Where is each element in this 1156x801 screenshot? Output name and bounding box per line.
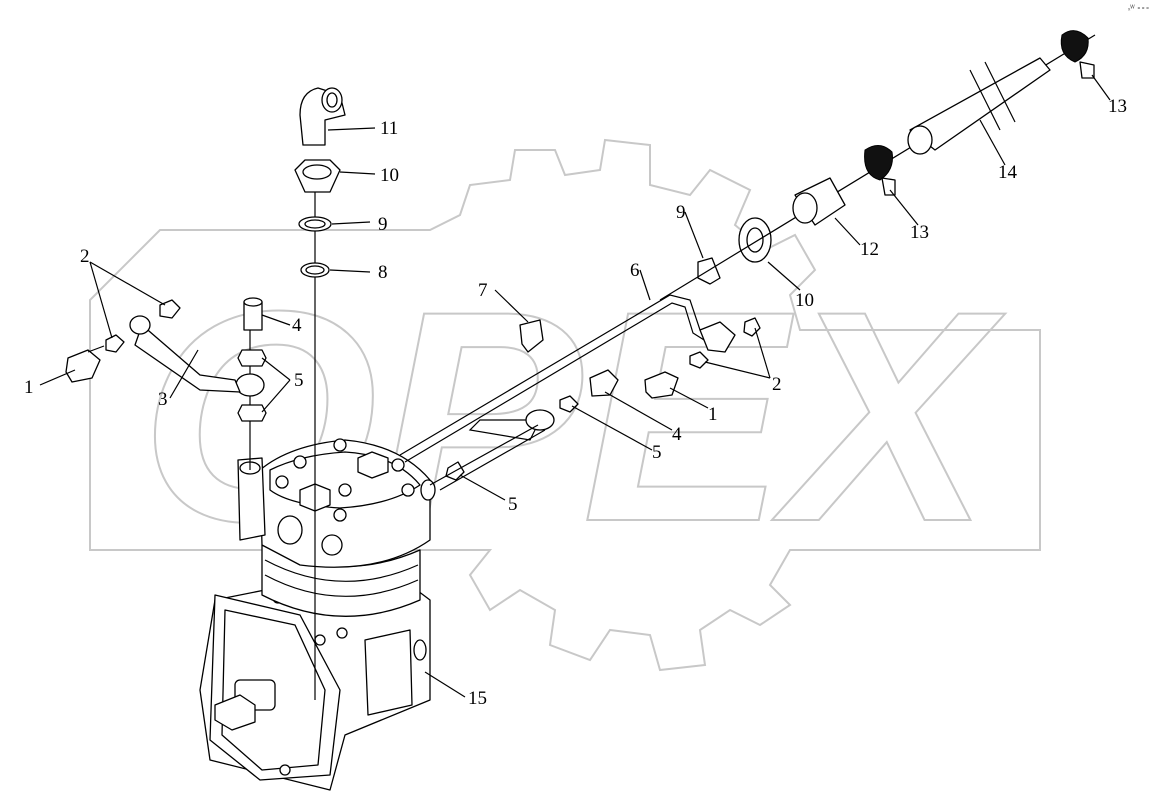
callout-5-middle: 5: [652, 442, 662, 463]
callout-15: 15: [468, 688, 487, 709]
callout-1-right: 1: [708, 404, 718, 425]
callout-6: 6: [630, 260, 640, 281]
callout-11: 11: [380, 118, 398, 139]
ring-8: [300, 262, 330, 278]
callout-7: 7: [478, 280, 488, 301]
callout-13-lower: 13: [910, 222, 929, 243]
callout-3: 3: [158, 389, 168, 410]
callout-2-right: 2: [772, 374, 782, 395]
callout-9: 9: [378, 214, 388, 235]
corner-mark: ₓᵂ ∘∘∘: [1128, 5, 1150, 12]
callout-10: 10: [380, 165, 399, 186]
watermark-gear: [89, 138, 1041, 672]
callout-10-right: 10: [795, 290, 814, 311]
callout-1: 1: [24, 377, 34, 398]
callout-9-right: 9: [676, 202, 686, 223]
callout-2: 2: [80, 246, 90, 267]
hose-assembly: [659, 30, 1096, 301]
callouts: 1 2 3 4 5 8 9 10 11 7 6 9 10 12 13 13 14…: [24, 96, 1127, 709]
nut-10-top: [294, 159, 341, 193]
callout-8: 8: [378, 262, 388, 283]
callout-12: 12: [860, 239, 879, 260]
callout-5-lower: 5: [508, 494, 518, 515]
leader-lines: [39, 74, 1111, 698]
callout-14: 14: [998, 162, 1018, 183]
callout-13-upper: 13: [1108, 96, 1127, 117]
washer-9-top: [298, 216, 332, 232]
elbow-fitting-11: [299, 87, 346, 146]
callout-5: 5: [294, 370, 304, 391]
left-pipe-assembly: [65, 297, 267, 470]
pipe-6: [399, 217, 772, 491]
callout-4-right: 4: [672, 424, 682, 445]
callout-4: 4: [292, 315, 302, 336]
